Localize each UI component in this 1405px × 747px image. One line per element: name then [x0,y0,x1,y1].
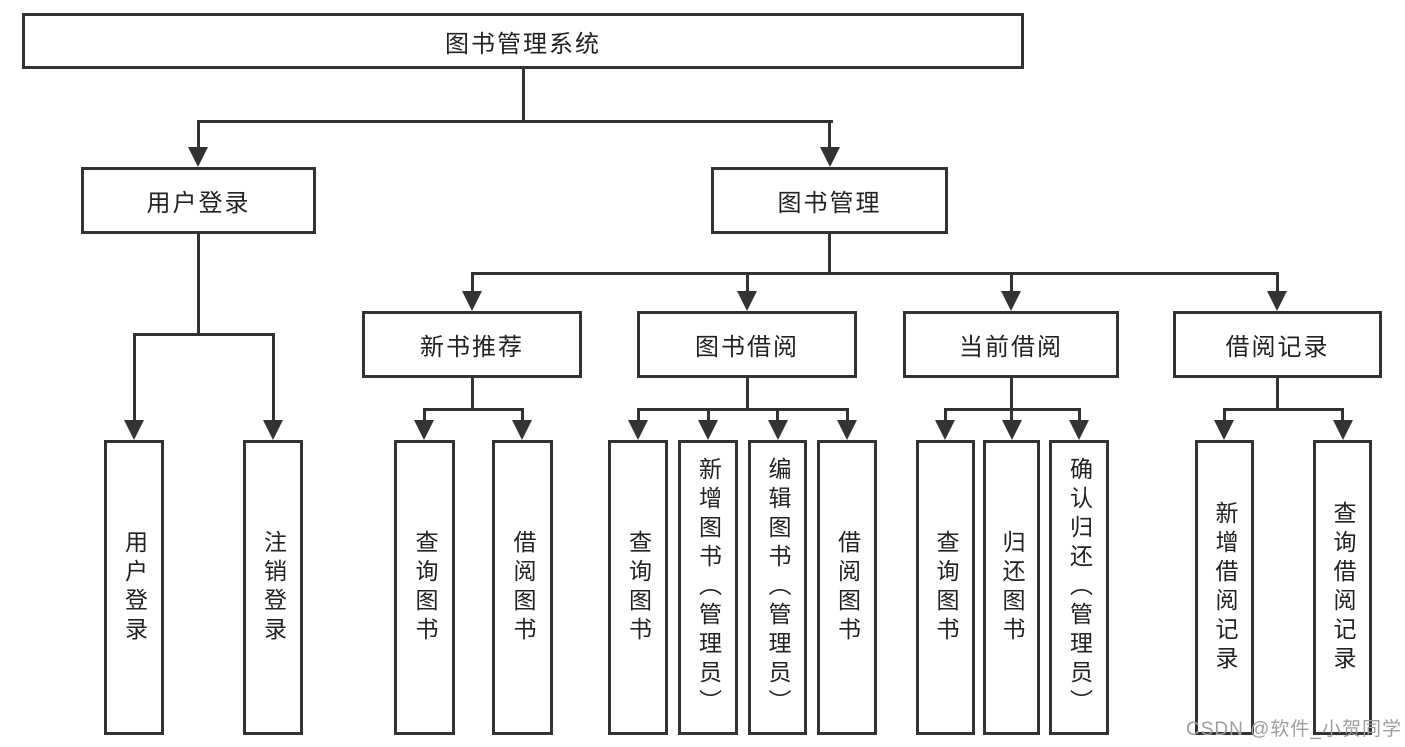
node-root: 图书管理系统 [22,13,1024,69]
edge-to-leaf [271,333,275,421]
arrow-down-icon [1069,420,1089,440]
node-user-login-label: 用户登录 [146,190,251,217]
edge-group-stem [745,378,749,408]
edge-mgmt-split [470,272,1279,275]
edge-to-user-login [196,120,200,148]
edge-group-split [422,408,524,411]
node-root-label: 图书管理系统 [445,30,601,58]
edge-to-group [1275,272,1279,292]
leaf-confirm-return-admin: 确认归还（管理员） [1049,440,1109,735]
leaf-confirm-return-admin-label: 确认归还（管理员） [1066,457,1093,718]
leaf-user-login-label: 用户登录 [121,529,148,646]
node-borrow-records-label: 借阅记录 [1225,334,1330,361]
arrow-down-icon [263,420,283,440]
leaf-add-book-admin-label: 新增图书（管理员） [695,457,722,718]
node-book-borrow: 图书借阅 [637,311,857,378]
leaf-query-borrow-record-label: 查询借阅记录 [1330,500,1356,675]
arrow-down-icon [767,420,788,440]
leaf-query-books-borrow: 查询图书 [608,440,668,735]
arrow-down-icon [737,291,757,311]
edge-to-group [745,272,749,292]
leaf-return-book-label: 归还图书 [999,529,1025,646]
leaf-edit-book-admin: 编辑图书（管理员） [748,440,807,735]
node-book-borrow-label: 图书借阅 [695,334,799,361]
leaf-edit-book-admin-label: 编辑图书（管理员） [765,457,791,718]
edge-to-group [470,272,474,292]
edge-group-stem [470,378,474,408]
leaf-add-borrow-record-label: 新增借阅记录 [1212,500,1238,675]
edge-login-stem [196,234,200,333]
edge-to-leaf [1341,408,1344,421]
node-book-management: 图书管理 [711,167,948,234]
edge-to-leaf [845,408,849,421]
leaf-query-books-current-label: 查询图书 [933,529,959,646]
arrow-down-icon [414,420,434,440]
edge-login-split [132,333,275,336]
arrow-down-icon [935,420,955,440]
leaf-query-borrow-record: 查询借阅记录 [1313,440,1372,735]
arrow-down-icon [188,147,208,167]
edge-to-leaf [636,408,640,421]
leaf-add-borrow-record: 新增借阅记录 [1195,440,1254,735]
leaf-borrow-books-recommend: 借阅图书 [492,440,553,735]
arrow-down-icon [819,147,840,167]
arrow-down-icon [1214,420,1234,440]
node-current-borrow-label: 当前借阅 [959,334,1063,361]
arrow-down-icon [124,420,144,440]
arrow-down-icon [837,420,857,440]
edge-to-leaf [706,408,710,421]
arrow-down-icon [698,420,718,440]
edge-group-split [1222,408,1344,411]
node-new-book-recommend-label: 新书推荐 [420,334,524,361]
arrow-down-icon [628,420,648,440]
edge-to-leaf [1010,408,1013,421]
leaf-logout-label: 注销登录 [260,529,287,646]
arrow-down-icon [1267,291,1287,311]
edge-to-leaf [422,408,426,421]
arrow-down-icon [1001,291,1021,311]
edge-to-leaf [776,408,779,421]
edge-to-leaf [1077,408,1081,421]
edge-to-book-management [828,120,831,148]
arrow-down-icon [512,420,532,440]
leaf-borrow-books-recommend-label: 借阅图书 [510,529,536,646]
leaf-query-books-current: 查询图书 [916,440,975,735]
leaf-borrow-books-borrow-label: 借阅图书 [834,529,861,646]
edge-group-stem [1009,378,1013,408]
edge-group-split [636,408,849,411]
arrow-down-icon [1001,420,1022,440]
edge-to-leaf [132,333,136,421]
edge-group-stem [1275,378,1279,408]
edge-root-split [196,120,833,123]
edge-root-stem [521,69,525,120]
edge-to-group [1009,272,1013,292]
edge-to-leaf [1222,408,1226,421]
leaf-borrow-books-borrow: 借阅图书 [817,440,877,735]
edge-mgmt-stem [828,234,831,272]
node-new-book-recommend: 新书推荐 [362,311,582,378]
leaf-user-login: 用户登录 [104,440,164,735]
leaf-add-book-admin: 新增图书（管理员） [678,440,738,735]
leaf-logout: 注销登录 [243,440,303,735]
arrow-down-icon [1332,420,1353,440]
arrow-down-icon [462,291,482,311]
leaf-query-books-recommend-label: 查询图书 [412,529,438,646]
leaf-query-books-borrow-label: 查询图书 [625,529,652,646]
leaf-query-books-recommend: 查询图书 [394,440,455,735]
node-current-borrow: 当前借阅 [903,311,1119,378]
leaf-return-book: 归还图书 [983,440,1040,735]
node-book-management-label: 图书管理 [777,190,882,217]
edge-to-leaf [943,408,947,421]
node-borrow-records: 借阅记录 [1173,311,1382,378]
edge-to-leaf [520,408,524,421]
csdn-watermark: CSDN @软件_小贺同学 [1186,719,1402,740]
node-user-login: 用户登录 [81,167,316,234]
